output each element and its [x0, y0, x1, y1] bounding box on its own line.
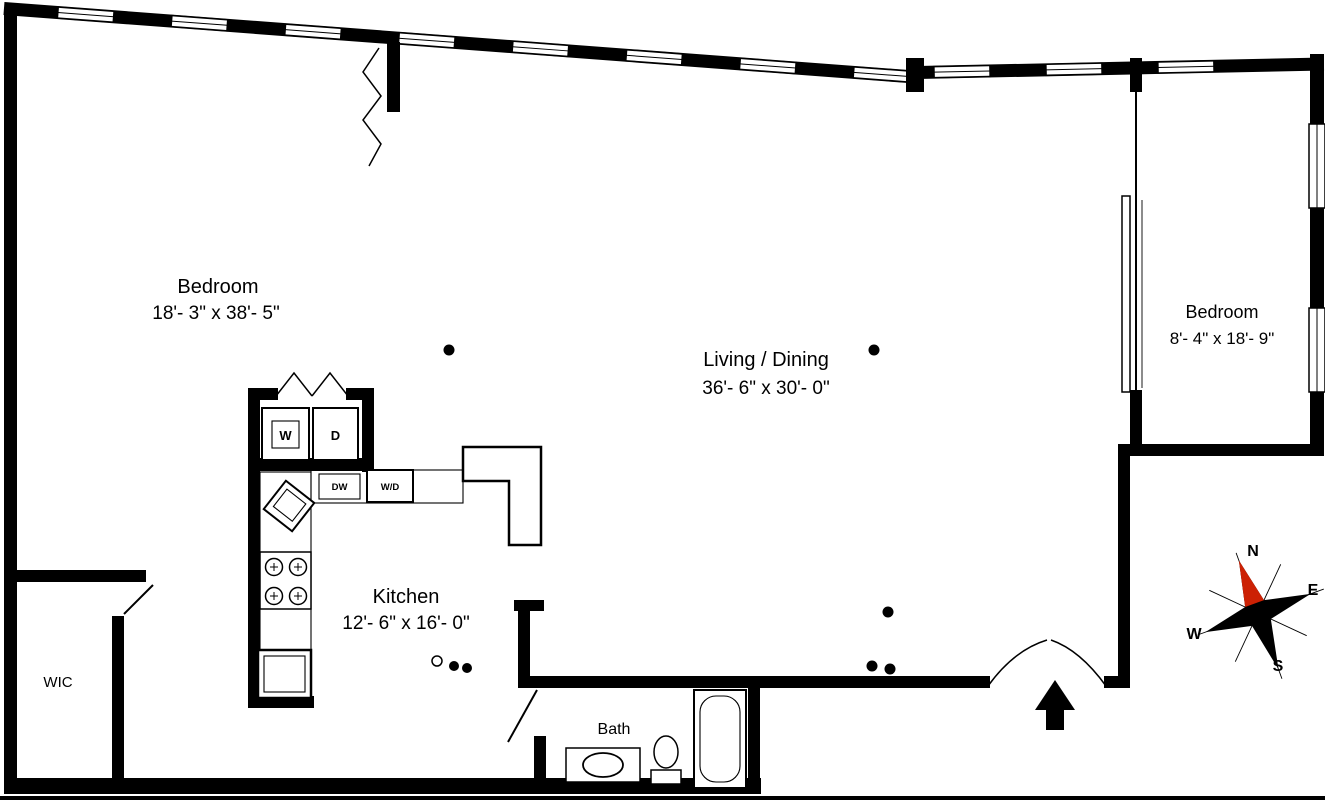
bedroom-left-dims: 18'- 3" x 38'- 5": [152, 303, 279, 324]
kitchen-dims: 12'- 6" x 16'- 0": [342, 613, 469, 634]
bath-sink: [565, 747, 641, 783]
entry-door-leaf-right: [1050, 639, 1107, 687]
bedroom2-wall-lower: [1130, 390, 1142, 448]
bedroom2-wall-stub-top: [1130, 58, 1142, 92]
wic-top-wall: [4, 570, 146, 582]
interior-walls: [4, 42, 1324, 784]
bedroom-left-name: Bedroom: [177, 276, 258, 298]
washer-box: [261, 407, 310, 461]
column-dot: [462, 663, 472, 673]
top-wall-right: [911, 57, 1325, 80]
bath-fixtures: [565, 689, 747, 789]
bath-left-wall: [534, 736, 546, 784]
washer-dryer-box: [366, 469, 414, 503]
left-wall: [4, 8, 17, 790]
dryer-box: [312, 407, 359, 461]
bath-right-wall: [748, 688, 760, 784]
closet-right-wall: [362, 388, 374, 472]
dishwasher-label: DW: [332, 482, 348, 493]
burner-icons: [264, 557, 308, 606]
entry: [987, 639, 1107, 730]
compass-south-label: S: [1273, 658, 1284, 675]
bathtub: [693, 689, 747, 789]
image-bottom-edge: [0, 796, 1325, 800]
bath-label: Bath: [598, 721, 631, 738]
bath-door-leaf: [507, 689, 538, 743]
entry-arrow-icon: [1035, 680, 1075, 730]
bedroom-right-name: Bedroom: [1185, 302, 1258, 322]
dishwasher-box: [318, 473, 361, 500]
kitchen-right-wall-cap: [514, 600, 544, 611]
wic-door-leaf: [123, 584, 154, 615]
column-dot: [443, 344, 455, 356]
bedroom2-sliding-door: [1121, 195, 1131, 393]
kitchen-name: Kitchen: [373, 586, 440, 608]
toilet: [650, 735, 682, 785]
window-strip-top-left: [56, 6, 909, 83]
bedroom2-bottom-wall: [1118, 444, 1324, 456]
compass-east-label: E: [1308, 582, 1319, 599]
entry-door-leaf-left: [987, 639, 1048, 687]
kitchen-sink: [262, 479, 316, 533]
column-dot: [868, 344, 880, 356]
bedroom-right-dims: 8'- 4" x 18'- 9": [1170, 329, 1275, 348]
compass-west-label: W: [1186, 626, 1202, 643]
compass-needle-north: [1238, 560, 1264, 608]
living-bottom-wall: [518, 676, 990, 688]
top-wall-left: [3, 2, 920, 84]
column-dot: [882, 606, 894, 618]
wic-label: WIC: [43, 674, 72, 691]
compass-rose: N E S W: [1186, 543, 1324, 679]
refrigerator: [256, 648, 313, 700]
closet-door-leaf-right: [311, 371, 349, 397]
stove: [259, 551, 312, 610]
column-ring: [431, 655, 443, 667]
kitchen-fixtures: [256, 407, 543, 700]
right-wall-windows: [1308, 123, 1325, 393]
dryer-label: D: [331, 428, 340, 443]
column-dot: [866, 660, 878, 672]
living-dining-dims: 36'- 6" x 30'- 0": [702, 378, 829, 399]
washer-dryer-label: W/D: [381, 482, 400, 493]
entry-right-wall-segment: [1104, 676, 1130, 688]
living-right-wall: [1118, 448, 1130, 688]
column-dot: [884, 663, 896, 675]
compass-north-label: N: [1247, 543, 1259, 560]
room-labels: Bedroom 18'- 3" x 38'- 5" Living / Dinin…: [43, 276, 1274, 738]
closet-top-wall-left: [248, 388, 278, 400]
closet-bottom-wall: [248, 458, 374, 471]
wic-right-wall: [112, 616, 124, 782]
wall-stub-top: [387, 42, 400, 112]
closet-door-leaf-left: [275, 371, 313, 397]
living-dining-name: Living / Dining: [703, 349, 829, 371]
kitchen-island: [461, 445, 543, 547]
window-strip-top-right: [933, 60, 1215, 79]
column-dot: [449, 661, 459, 671]
compass-star: [1205, 560, 1311, 670]
right-wall: [1310, 54, 1324, 456]
column-markers: [431, 344, 896, 675]
break-line: [362, 47, 382, 167]
kitchen-right-wall: [518, 600, 530, 688]
washer-label: W: [279, 428, 292, 443]
washer-inner-box: [271, 420, 300, 449]
